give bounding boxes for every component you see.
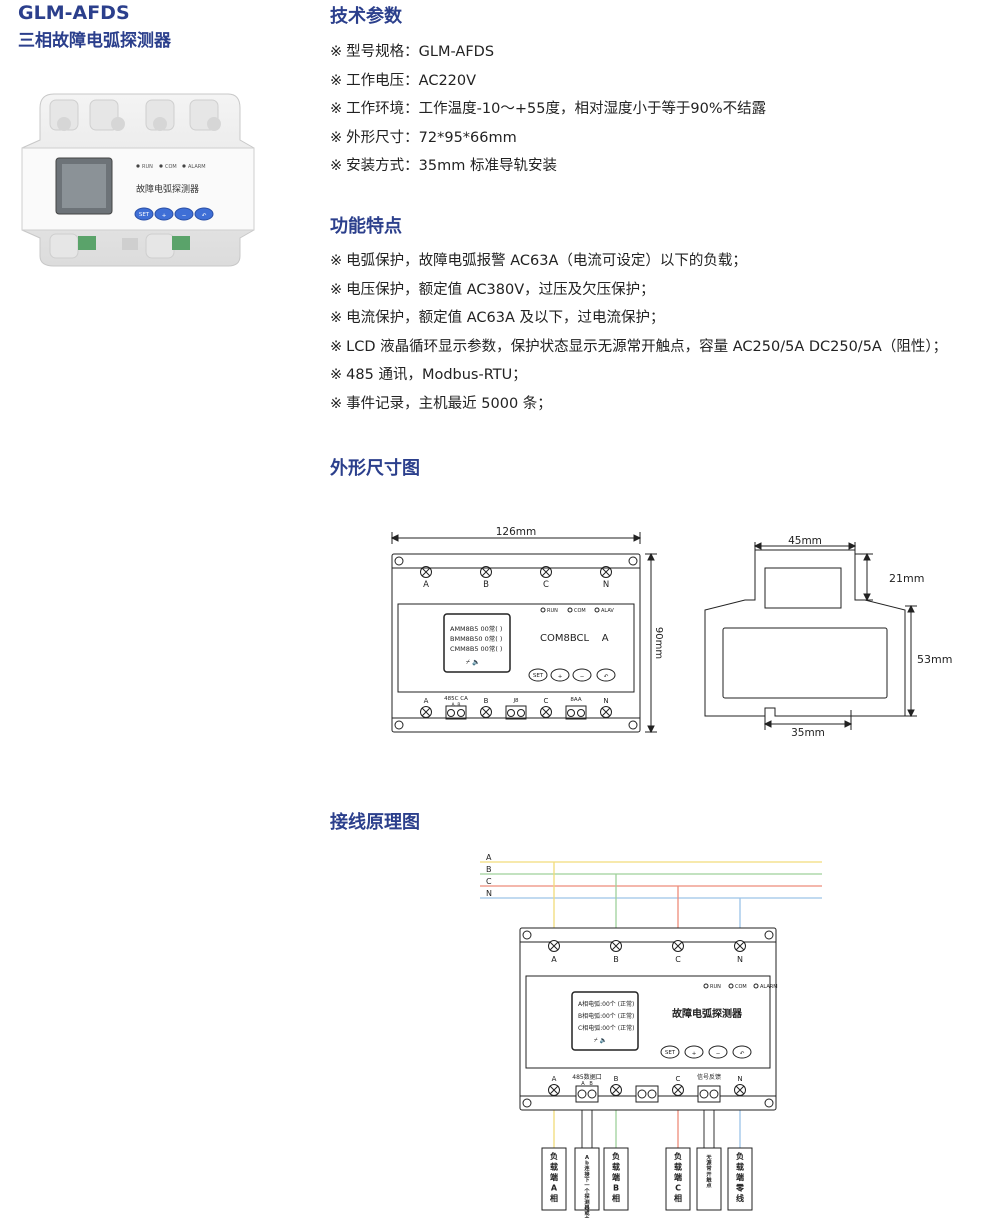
svg-text:ALAV: ALAV xyxy=(601,608,614,614)
wiring-device-label: 故障电弧探测器 xyxy=(672,1007,743,1020)
svg-text:A B: A B xyxy=(451,702,460,708)
list-item: ※工作环境：工作温度-10～+55度，相对湿度小于等于90%不结露 xyxy=(330,101,767,117)
svg-text:A: A xyxy=(423,580,429,590)
svg-text:信号反馈: 信号反馈 xyxy=(697,1073,721,1081)
svg-text:C: C xyxy=(675,955,681,964)
svg-text:COM: COM xyxy=(574,608,586,614)
front-device-text: COM8BCL A xyxy=(540,633,609,644)
list-item: ※外形尺寸：72*95*66mm xyxy=(330,129,517,146)
svg-text:C: C xyxy=(544,697,549,705)
svg-text:C相电弧:00个 (正常): C相电弧:00个 (正常) xyxy=(578,1024,634,1032)
list-item: ※电压保护，额定值 AC380V，过压及欠压保护； xyxy=(330,281,655,298)
svg-text:−: − xyxy=(580,674,585,680)
side-top-width: 45mm xyxy=(788,535,822,547)
svg-text:B相电弧:00个 (正常): B相电弧:00个 (正常) xyxy=(578,1012,634,1020)
photo-device-label: 故障电弧探测器 xyxy=(136,183,199,195)
svg-text:+: + xyxy=(558,674,563,680)
svg-text:−: − xyxy=(716,1051,721,1057)
svg-text:A B: A B xyxy=(581,1081,593,1087)
tech-list: ※型号规格：GLM-AFDS ※工作电压：AC220V ※工作环境：工作温度-1… xyxy=(330,38,766,181)
side-rail-width: 35mm xyxy=(791,727,825,739)
svg-text:A: A xyxy=(551,955,557,964)
svg-text:N: N xyxy=(486,889,492,898)
wiring-title: 接线原理图 xyxy=(330,812,420,833)
product-model: GLM-AFDS xyxy=(18,2,130,24)
svg-text:B: B xyxy=(614,1075,619,1083)
svg-text:A相电弧:00个 (正常): A相电弧:00个 (正常) xyxy=(578,1000,634,1008)
svg-text:−: − xyxy=(182,213,187,219)
side-body-height: 53mm xyxy=(917,653,952,666)
svg-text:C: C xyxy=(486,877,492,886)
svg-text:RUN: RUN xyxy=(142,164,153,170)
svg-text:485C CA: 485C CA xyxy=(444,696,468,702)
svg-text:⌿ 🔈: ⌿ 🔈 xyxy=(594,1037,607,1044)
list-item: ※工作电压：AC220V xyxy=(330,72,477,89)
load-box-label: 无源常开触点 xyxy=(705,1154,712,1189)
svg-text:A: A xyxy=(486,853,492,862)
side-step-height: 21mm xyxy=(889,572,924,585)
features-title: 功能特点 xyxy=(330,216,402,237)
svg-text:N: N xyxy=(603,697,608,705)
product-photo: RUN COM ALARM 故障电弧探测器 SET + − ↶ xyxy=(21,93,255,267)
dimensions-title: 外形尺寸图 xyxy=(330,458,420,479)
svg-text:B: B xyxy=(484,697,489,705)
svg-text:↶: ↶ xyxy=(604,674,609,680)
svg-text:A: A xyxy=(552,1075,557,1083)
features-list: ※电弧保护，故障电弧报警 AC63A（电流可设定）以下的负载； ※电压保护，额定… xyxy=(330,247,947,418)
front-dimension-drawing: 126mm 90mm A B C N RUN COM ALAV AMM8B5 0… xyxy=(390,526,664,734)
svg-text:B: B xyxy=(486,865,492,874)
svg-text:N: N xyxy=(737,955,743,964)
svg-text:N: N xyxy=(603,580,609,590)
svg-text:ALARM: ALARM xyxy=(188,164,206,170)
svg-text:CMM8B5 00常( ): CMM8B5 00常( ) xyxy=(450,644,502,653)
list-item: ※型号规格：GLM-AFDS xyxy=(330,44,495,60)
svg-text:BMM8B50 0常( ): BMM8B50 0常( ) xyxy=(450,634,502,643)
svg-text:RUN: RUN xyxy=(710,984,721,990)
load-box-label: 负载端零线 xyxy=(735,1151,745,1203)
svg-text:ALARM: ALARM xyxy=(760,984,778,990)
svg-text:COM: COM xyxy=(165,164,177,170)
svg-text:SET: SET xyxy=(139,212,150,218)
svg-text:⌿ 🔈: ⌿ 🔈 xyxy=(466,658,480,666)
wiring-diagram: A B C N A B C N RUN COM ALAR xyxy=(480,853,822,1218)
svg-text:B: B xyxy=(483,580,489,590)
front-height-label: 90mm xyxy=(653,627,664,659)
svg-text:SET: SET xyxy=(665,1050,676,1056)
svg-text:SET: SET xyxy=(533,673,544,679)
product-name: 三相故障电弧探测器 xyxy=(18,31,171,51)
svg-text:COM: COM xyxy=(735,984,747,990)
svg-text:↶: ↶ xyxy=(740,1051,745,1057)
svg-text:+: + xyxy=(162,213,167,219)
svg-text:C: C xyxy=(543,580,549,590)
svg-text:485数据口: 485数据口 xyxy=(572,1073,601,1081)
list-item: ※LCD 液晶循环显示参数，保护状态显示无源常开触点，容量 AC250/5A D… xyxy=(330,338,948,355)
load-box-label: Ab连接下一个探测器或主机 xyxy=(583,1155,590,1218)
svg-text:C: C xyxy=(676,1075,681,1083)
list-item: ※485 通讯，Modbus-RTU； xyxy=(330,367,527,383)
list-item: ※电流保护，额定值 AC63A 及以下，过电流保护； xyxy=(330,310,665,326)
front-width-label: 126mm xyxy=(496,526,537,538)
svg-text:+: + xyxy=(692,1051,697,1057)
svg-text:A: A xyxy=(424,697,429,705)
svg-text:8AA: 8AA xyxy=(570,697,581,703)
svg-text:RUN: RUN xyxy=(547,608,558,614)
list-item: ※电弧保护，故障电弧报警 AC63A（电流可设定）以下的负载； xyxy=(330,253,747,269)
list-item: ※事件记录，主机最近 5000 条； xyxy=(330,395,552,412)
list-item: ※安装方式：35mm 标准导轨安装 xyxy=(330,158,557,174)
svg-text:AMM8B5 00常( ): AMM8B5 00常( ) xyxy=(450,624,502,633)
svg-text:N: N xyxy=(737,1075,742,1083)
svg-text:J8: J8 xyxy=(512,698,519,704)
svg-text:B: B xyxy=(613,955,619,964)
side-dimension-drawing: 45mm 21mm 53mm 35mm xyxy=(704,535,952,739)
svg-text:↶: ↶ xyxy=(202,213,207,219)
tech-title: 技术参数 xyxy=(330,6,402,27)
